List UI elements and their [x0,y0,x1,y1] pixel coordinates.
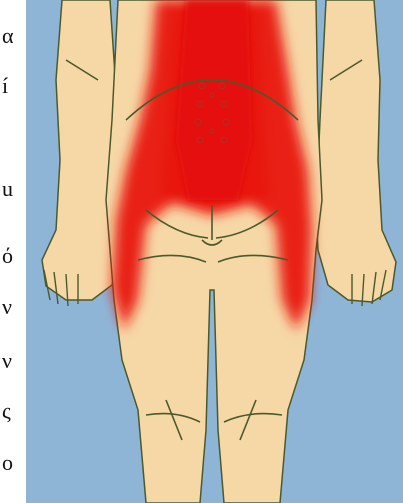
text-fragment: ν [2,296,12,318]
text-fragment: ο [2,452,13,474]
text-fragment: α [2,25,14,47]
text-fragment: ς [2,400,11,422]
pain-map-illustration [26,0,403,503]
pain-area-core [176,0,252,200]
text-fragment: u [2,178,13,200]
text-fragment: ό [2,245,13,267]
text-fragment: ν [2,350,12,372]
text-fragment: í [2,75,8,97]
left-text-column: α í u ό ν ν ς ο [0,0,26,503]
